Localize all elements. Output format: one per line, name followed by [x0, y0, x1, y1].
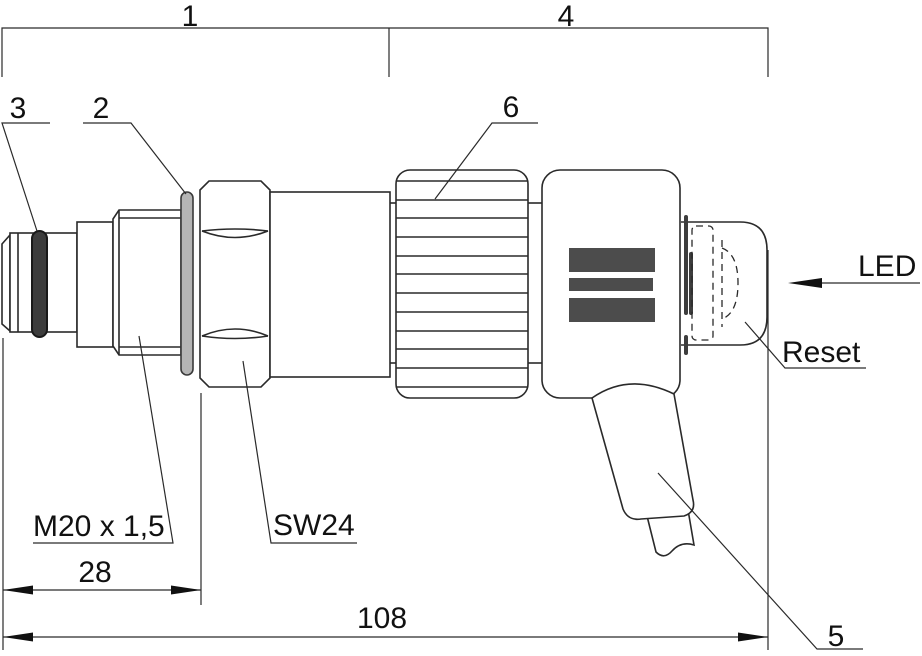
sealing-washer: [180, 191, 194, 376]
knurled-coupling-nut: [395, 169, 529, 399]
dim-108-arrow-right: [738, 632, 768, 642]
thread-section: [112, 209, 182, 356]
hex-nut: [199, 180, 271, 388]
led-arrow-head: [788, 278, 822, 288]
cable-boot: [591, 383, 695, 521]
hex-facet-line-bottom-a: [201, 328, 269, 337]
leader-pos6: [434, 122, 538, 200]
o-ring: [31, 230, 48, 338]
hex-facet-line-top-b: [201, 230, 269, 239]
leader-pos5: [657, 472, 863, 650]
callout-pos2: 2: [93, 92, 110, 125]
hex-facet-line-top-a: [201, 228, 269, 232]
led-label: LED: [858, 250, 916, 283]
mid-body-cylinder: [269, 191, 391, 378]
dim-28-arrow-left: [3, 585, 33, 595]
led-lens-hidden-dome: [721, 247, 739, 320]
dim-108-value: 108: [357, 602, 407, 635]
label-bar-2: [569, 278, 653, 291]
callout-pos3: 3: [10, 92, 27, 125]
leader-thread-spec: [33, 335, 174, 544]
hex-facet-line-bottom-b: [201, 335, 269, 340]
top-dimension-bracket: [1, 27, 769, 77]
callout-pos6: 6: [503, 91, 520, 124]
label-bar-1: [569, 248, 655, 272]
label-bar-3: [569, 298, 655, 322]
wrench-size-label: SW24: [273, 509, 355, 542]
sensor-tip-nose: [1, 232, 11, 333]
body-step-cylinder: [76, 221, 114, 348]
dim-28-value: 28: [78, 556, 111, 589]
leader-pos2: [83, 122, 187, 195]
leader-reset: [744, 321, 866, 369]
knurling-ridges: [396, 180, 528, 388]
leader-pos3: [1, 122, 50, 232]
reset-label: Reset: [782, 336, 861, 369]
callout-pos4: 4: [558, 0, 575, 33]
led-insert-hidden-outline: [691, 225, 714, 341]
callout-pos1: 1: [182, 0, 199, 33]
callout-pos5: 5: [828, 620, 845, 653]
leader-wrench-size: [242, 360, 357, 544]
thread-spec-label: M20 x 1,5: [33, 510, 165, 543]
housing-label-bars: [569, 248, 655, 322]
rear-cap: [681, 221, 768, 346]
dim-108-arrow-left: [3, 632, 33, 642]
dim-28-arrow-right: [171, 585, 201, 595]
